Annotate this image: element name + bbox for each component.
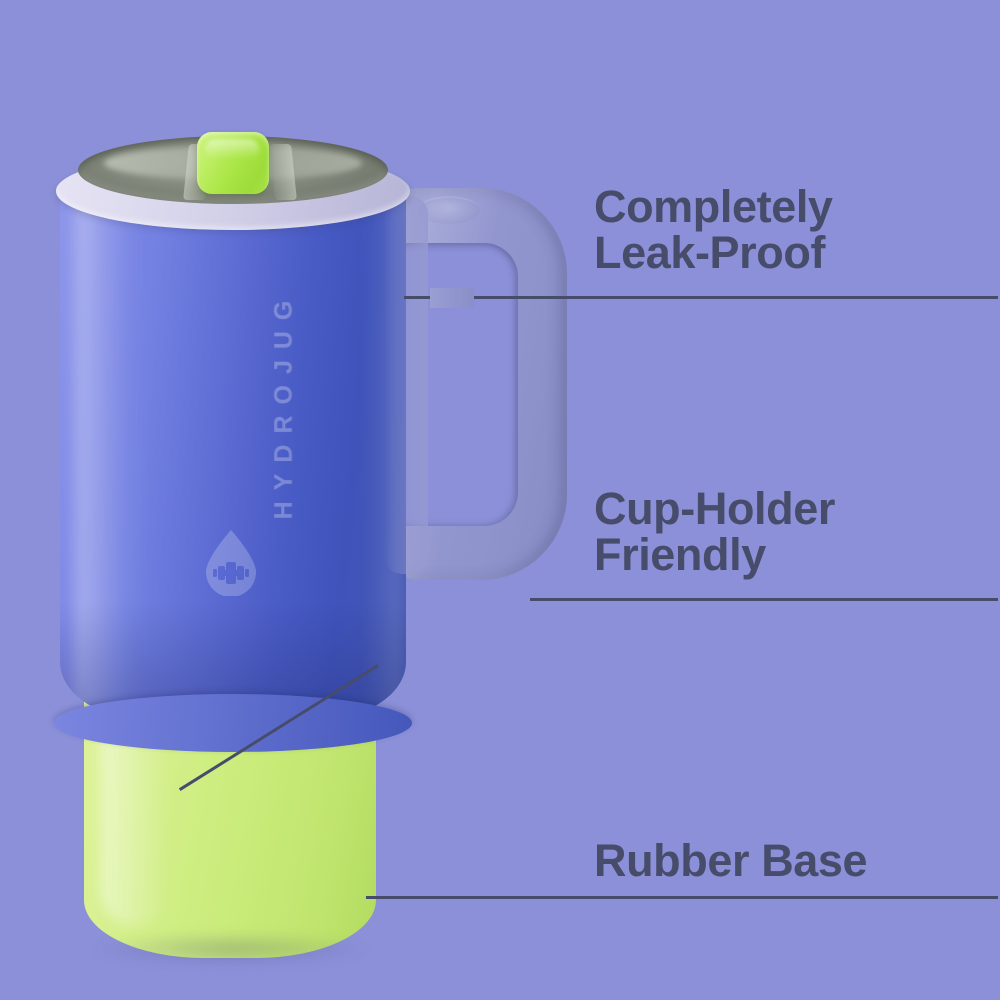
callout-leak-proof-label: Completely Leak-Proof <box>594 181 833 278</box>
leader-line-leak-proof <box>404 296 998 299</box>
callout-rubber-base: Rubber Base <box>366 835 998 899</box>
product-image-hydrojug-tumbler: HYDROJUG <box>54 132 567 966</box>
handle-attachment <box>384 196 428 574</box>
tumbler-body <box>60 182 406 722</box>
callout-cup-holder-label: Cup-Holder Friendly <box>594 483 835 580</box>
leader-line-rubber-base <box>366 896 998 899</box>
leader-line-cup-holder <box>530 598 998 601</box>
flip-tab-highlight <box>205 139 259 159</box>
handle-emboss-mark <box>418 196 480 224</box>
ground-shadow <box>92 932 370 966</box>
brand-wordmark: HYDROJUG <box>269 289 298 520</box>
callout-cup-holder: Cup-Holder Friendly <box>179 483 998 791</box>
body-bottom-curve <box>54 694 412 752</box>
water-droplet-dumbbell-logo-icon <box>200 528 262 597</box>
leader-mask-behind-handle <box>430 288 474 308</box>
callout-leak-proof: Completely Leak-Proof <box>404 181 998 308</box>
body-highlight-left <box>74 190 148 710</box>
callout-rubber-base-label: Rubber Base <box>594 835 868 886</box>
